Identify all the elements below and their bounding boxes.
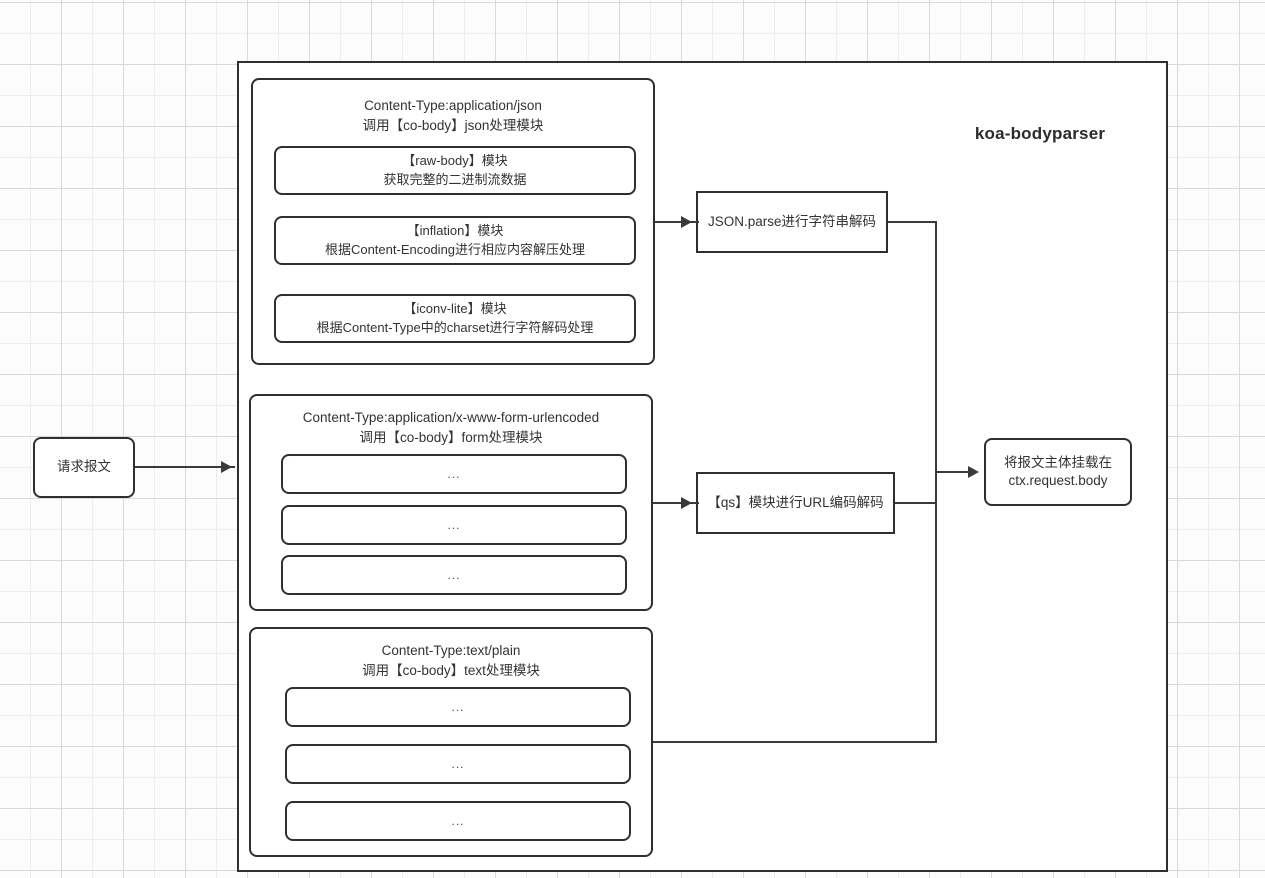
node-json-parse[interactable]: JSON.parse进行字符串解码 <box>696 191 888 253</box>
node-qs-module[interactable]: 【qs】模块进行URL编码解码 <box>696 472 895 534</box>
arrow-head-icon <box>221 461 232 473</box>
connector-text-group-to-trunk <box>653 741 937 743</box>
arrow-head-icon <box>681 216 692 228</box>
arrow-head-icon <box>968 466 979 478</box>
group-text-plain[interactable]: Content-Type:text/plain 调用【co-body】text处… <box>249 627 653 857</box>
module-placeholder[interactable]: ... <box>285 687 631 727</box>
diagram-title: koa-bodyparser <box>974 124 1106 143</box>
group-text-title: Content-Type:text/plain 调用【co-body】text处… <box>362 643 540 678</box>
connector-json-group-to-parse <box>655 221 699 223</box>
module-iconv-lite[interactable]: 【iconv-lite】模块 根据Content-Type中的charset进行… <box>274 294 636 343</box>
connector-parse-to-trunk <box>888 221 937 223</box>
module-placeholder[interactable]: ... <box>281 454 627 494</box>
connector-form-group-to-qs <box>653 502 699 504</box>
connector-request-to-container <box>135 466 235 468</box>
module-raw-body[interactable]: 【raw-body】模块 获取完整的二进制流数据 <box>274 146 636 195</box>
group-form-urlencoded[interactable]: Content-Type:application/x-www-form-urle… <box>249 394 653 611</box>
module-placeholder[interactable]: ... <box>285 744 631 784</box>
module-placeholder[interactable]: ... <box>281 505 627 545</box>
group-application-json[interactable]: Content-Type:application/json 调用【co-body… <box>251 78 655 365</box>
module-inflation[interactable]: 【inflation】模块 根据Content-Encoding进行相应内容解压… <box>274 216 636 265</box>
module-placeholder[interactable]: ... <box>285 801 631 841</box>
connector-trunk-to-mount <box>937 471 972 473</box>
node-mount-body[interactable]: 将报文主体挂载在 ctx.request.body <box>984 438 1132 506</box>
connector-vertical-trunk <box>935 221 937 743</box>
group-json-title: Content-Type:application/json 调用【co-body… <box>362 98 544 133</box>
connector-qs-to-trunk <box>895 502 937 504</box>
group-form-title: Content-Type:application/x-www-form-urle… <box>302 410 600 445</box>
node-request-message[interactable]: 请求报文 <box>33 437 135 498</box>
arrow-head-icon <box>681 497 692 509</box>
module-placeholder[interactable]: ... <box>281 555 627 595</box>
